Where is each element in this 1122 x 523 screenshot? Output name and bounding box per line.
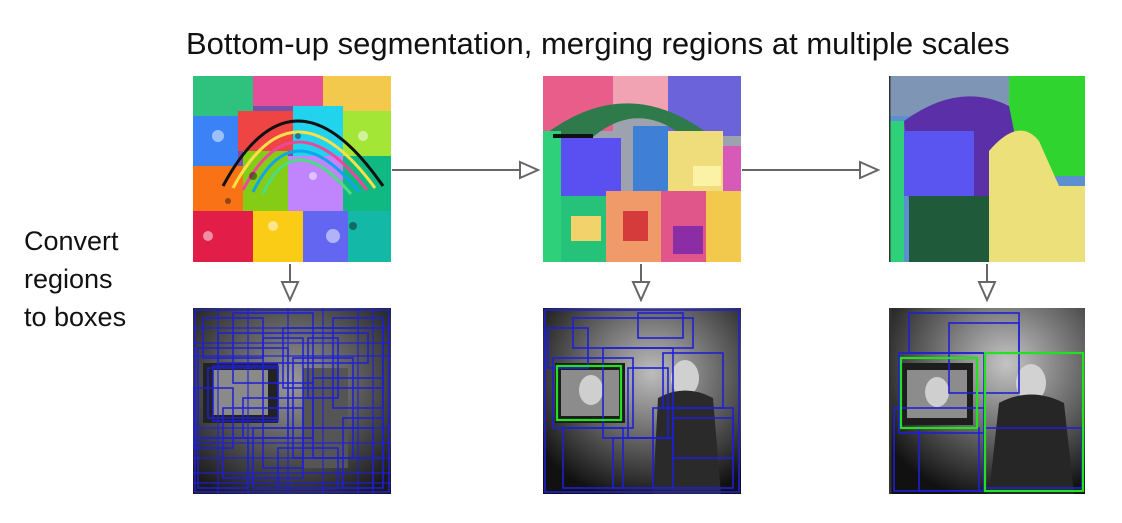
segmentation-medium-panel	[543, 76, 741, 262]
arrowhead	[280, 281, 300, 303]
slide-title: Bottom-up segmentation, merging regions …	[186, 26, 1010, 61]
segmentation-coarse-image	[889, 76, 1085, 262]
boxes-fine-image	[193, 308, 391, 494]
arrowhead	[977, 281, 997, 303]
arrowhead	[859, 160, 881, 180]
side-label-line: Convert	[24, 226, 119, 256]
segmentation-fine-image	[193, 76, 391, 262]
side-label-line: to boxes	[24, 302, 127, 332]
segmentation-coarse-panel	[889, 76, 1085, 262]
boxes-medium-image	[543, 308, 741, 494]
segmentation-medium-image	[543, 76, 741, 262]
boxes-fine-panel	[193, 308, 391, 494]
segmentation-fine-panel	[193, 76, 391, 262]
boxes-coarse-image	[889, 308, 1085, 494]
highlight-box	[899, 356, 979, 430]
side-label-line: regions	[24, 264, 113, 294]
arrowhead	[519, 160, 541, 180]
boxes-coarse-panel	[889, 308, 1085, 494]
boxes-medium-panel	[543, 308, 741, 494]
arrowhead	[631, 281, 651, 303]
highlight-box	[983, 351, 1085, 493]
highlight-box	[555, 364, 623, 422]
convert-regions-label: Convert regions to boxes	[24, 222, 174, 336]
